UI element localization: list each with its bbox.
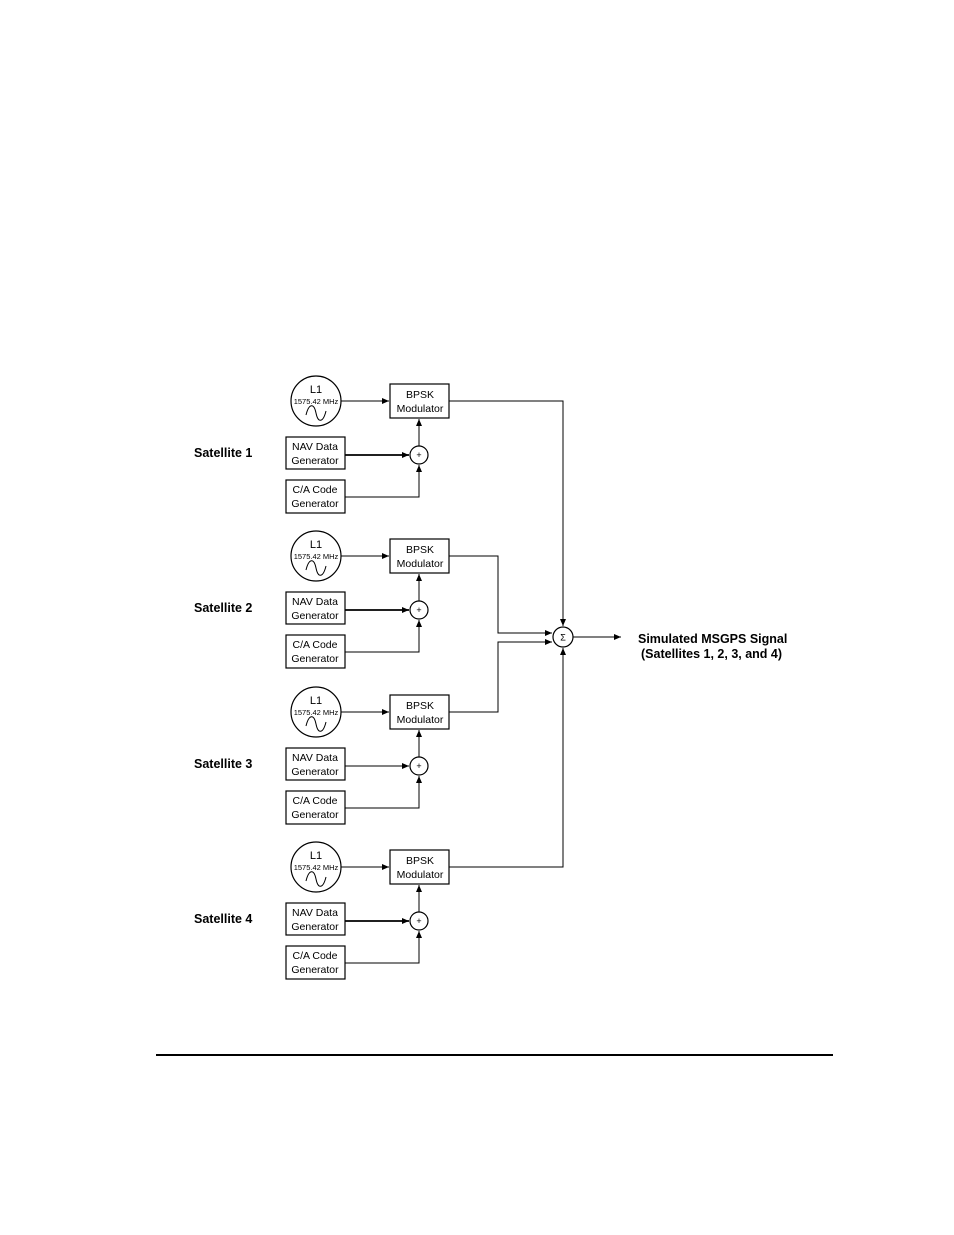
oscillator-band-label: L1 — [310, 695, 322, 707]
bpsk-modulator-box — [389, 383, 450, 419]
ca-label-line2: Generator — [291, 964, 339, 976]
nav-label-line2: Generator — [291, 455, 339, 467]
sine-wave-icon — [305, 871, 327, 887]
satellite-label: Satellite 3 — [194, 757, 252, 771]
modulator-label-line1: BPSK — [406, 700, 434, 712]
oscillator-frequency-label: 1575.42 MHz — [294, 708, 339, 717]
ca-label-line1: C/A Code — [293, 639, 338, 651]
combiner-layer: Σ Simulated MSGPS Signal(Satellites 1, 2,… — [449, 400, 787, 868]
modulator-label-line2: Modulator — [397, 869, 444, 881]
modulator-label-line1: BPSK — [406, 389, 434, 401]
nav-data-generator-box — [285, 747, 346, 781]
ca-label-line1: C/A Code — [293, 484, 338, 496]
nav-data-generator-box — [285, 591, 346, 625]
footer-rule — [156, 1054, 833, 1056]
modulator-label-line2: Modulator — [397, 403, 444, 415]
modulator-label-line1: BPSK — [406, 544, 434, 556]
nav-data-generator-box — [285, 436, 346, 470]
satellite-label: Satellite 2 — [194, 601, 252, 615]
nav-label-line2: Generator — [291, 921, 339, 933]
sine-wave-icon — [305, 405, 327, 421]
bpsk-modulator-box — [389, 849, 450, 885]
sat2-output-line — [449, 555, 552, 636]
ca-to-adder-arrow — [345, 465, 422, 498]
nav-label-line1: NAV Data — [292, 907, 338, 919]
output-label-line1: Simulated MSGPS Signal — [638, 632, 787, 646]
sine-wave-icon — [305, 560, 327, 576]
sat3-output-line — [449, 639, 552, 713]
adder-symbol: + — [416, 605, 421, 615]
oscillator-band-label: L1 — [310, 850, 322, 862]
nav-data-generator-box — [285, 902, 346, 936]
oscillator-band-label: L1 — [310, 539, 322, 551]
sat4-output-line — [449, 648, 566, 868]
ca-code-generator-box — [285, 479, 346, 514]
output-label-line2: (Satellites 1, 2, 3, and 4) — [641, 647, 782, 661]
oscillator-frequency-label: 1575.42 MHz — [294, 397, 339, 406]
oscillator-frequency-label: 1575.42 MHz — [294, 863, 339, 872]
ca-code-generator-box — [285, 945, 346, 980]
bpsk-modulator-box — [389, 694, 450, 730]
ca-label-line1: C/A Code — [293, 795, 338, 807]
satellite-label: Satellite 4 — [194, 912, 252, 926]
nav-label-line1: NAV Data — [292, 441, 338, 453]
nav-label-line1: NAV Data — [292, 752, 338, 764]
adder-symbol: + — [416, 916, 421, 926]
bpsk-modulator-box — [389, 538, 450, 574]
adder-symbol: + — [416, 450, 421, 460]
nav-label-line1: NAV Data — [292, 596, 338, 608]
modulator-label-line2: Modulator — [397, 558, 444, 570]
ca-code-generator-box — [285, 634, 346, 669]
oscillator-frequency-label: 1575.42 MHz — [294, 552, 339, 561]
nav-label-line2: Generator — [291, 610, 339, 622]
ca-to-adder-arrow — [345, 620, 422, 653]
ca-label-line2: Generator — [291, 809, 339, 821]
ca-to-adder-arrow — [345, 776, 422, 809]
ca-to-adder-arrow — [345, 931, 422, 964]
sat1-output-line — [449, 400, 566, 626]
nav-label-line2: Generator — [291, 766, 339, 778]
ca-label-line2: Generator — [291, 653, 339, 665]
ca-label-line2: Generator — [291, 498, 339, 510]
sine-wave-icon — [305, 716, 327, 732]
summation-symbol: Σ — [560, 633, 566, 643]
modulator-label-line2: Modulator — [397, 714, 444, 726]
satellite-label: Satellite 1 — [194, 446, 252, 460]
modulator-label-line1: BPSK — [406, 855, 434, 867]
oscillator-band-label: L1 — [310, 384, 322, 396]
adder-symbol: + — [416, 761, 421, 771]
ca-label-line1: C/A Code — [293, 950, 338, 962]
